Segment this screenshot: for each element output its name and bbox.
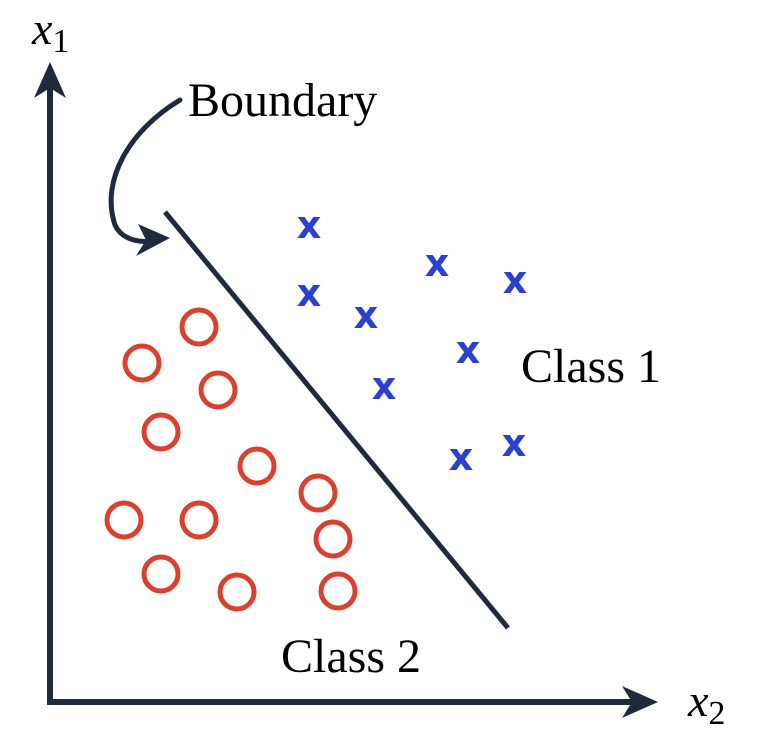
class2-marker	[198, 370, 238, 410]
y-axis-label-sub: 1	[52, 23, 69, 60]
class2-marker	[141, 554, 181, 594]
class1-marker: x	[456, 328, 481, 372]
class1-markers: x x x x x x x x x	[297, 203, 528, 479]
class2-label: Class 2	[281, 630, 421, 683]
class2-marker	[298, 473, 338, 513]
x-axis-arrowhead	[622, 686, 658, 718]
class1-marker: x	[502, 421, 527, 465]
class2-marker	[318, 571, 358, 611]
class1-marker: x	[503, 258, 528, 302]
class1-marker: x	[372, 364, 397, 408]
x-axis-label-sub: 2	[708, 695, 725, 732]
class2-marker	[141, 412, 181, 452]
y-axis-label: x1	[31, 3, 69, 60]
class1-label: Class 1	[521, 340, 661, 393]
class1-marker: x	[297, 203, 322, 247]
class2-marker	[237, 446, 277, 486]
y-axis-arrowhead	[34, 62, 66, 98]
x-axis-label-base: x	[687, 675, 709, 726]
class2-marker	[217, 572, 257, 612]
boundary-pointer-arrow	[108, 97, 183, 244]
class2-marker	[179, 307, 219, 347]
class1-marker: x	[354, 293, 379, 337]
y-axis-label-base: x	[31, 3, 53, 54]
class1-marker: x	[425, 241, 450, 285]
boundary-label: Boundary	[188, 74, 377, 127]
class2-marker	[179, 500, 219, 540]
class2-marker	[104, 500, 144, 540]
class2-markers	[104, 307, 358, 612]
class2-marker	[122, 343, 162, 383]
boundary-line	[163, 210, 510, 630]
x-axis-label: x2	[687, 675, 725, 732]
boundary-pointer-arrowhead	[136, 224, 170, 256]
class2-marker	[313, 519, 353, 559]
class1-marker: x	[297, 271, 322, 315]
class1-marker: x	[449, 435, 474, 479]
